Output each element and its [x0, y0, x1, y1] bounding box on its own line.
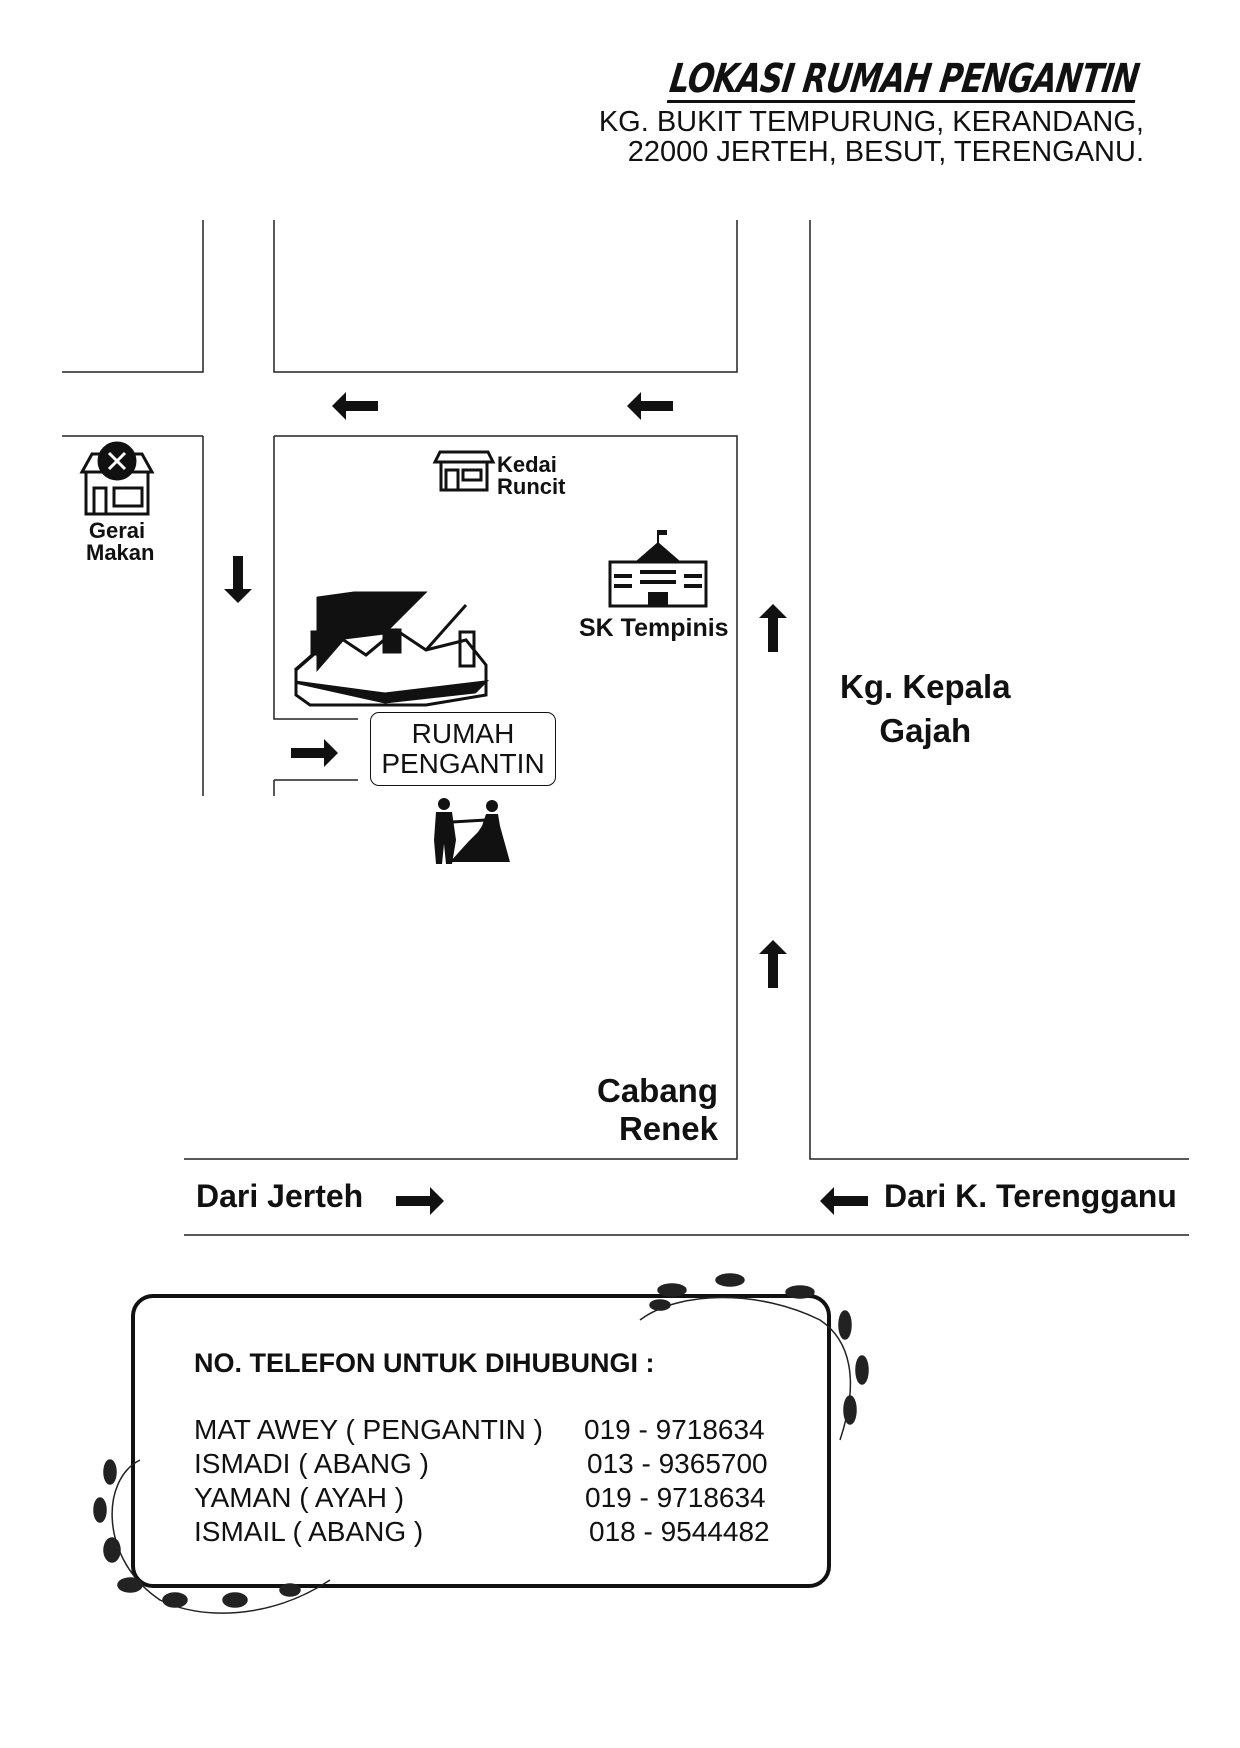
label-line: Runcit — [497, 474, 566, 499]
school-icon — [608, 530, 708, 608]
address-line-2: 22000 JERTEH, BESUT, TERENGANU. — [627, 136, 1144, 168]
label-line: Gajah — [879, 712, 972, 749]
contact-row: ISMAIL ( ABANG ) 018 - 9544482 — [194, 1516, 770, 1548]
contact-name: YAMAN ( AYAH ) — [194, 1482, 405, 1513]
contact-row: MAT AWEY ( PENGANTIN ) 019 - 9718634 — [194, 1414, 765, 1446]
contact-phone: 019 - 9718634 — [584, 1414, 765, 1445]
arrow-down-icon — [224, 556, 252, 603]
contact-box — [131, 1294, 831, 1588]
landmark-kg-kepala-gajah: Kg. Kepala Gajah — [840, 665, 1011, 753]
label-line: Kg. Kepala — [840, 668, 1011, 705]
landmark-gerai-makan: Gerai Makan — [86, 518, 155, 565]
arrow-up-icon — [759, 940, 787, 988]
contact-name: MAT AWEY ( PENGANTIN ) — [194, 1414, 544, 1445]
restaurant-icon — [79, 441, 155, 516]
arrow-left-icon — [332, 392, 378, 420]
label-line: Cabang — [596, 1072, 718, 1109]
label-line: Renek — [618, 1110, 718, 1147]
arrow-left-icon — [820, 1187, 868, 1215]
arrow-right-icon — [291, 739, 338, 767]
arrow-right-icon — [396, 1187, 444, 1215]
couple-silhouette-icon — [434, 798, 510, 864]
store-icon — [432, 450, 496, 492]
label-line: Makan — [86, 540, 155, 565]
arrow-left-icon — [627, 392, 673, 420]
contact-name: ISMADI ( ABANG ) — [194, 1448, 429, 1479]
road-lines — [62, 220, 1189, 1236]
label-line: RUMAH — [411, 718, 515, 749]
from-terengganu-label: Dari K. Terengganu — [884, 1178, 1177, 1214]
contact-row: YAMAN ( AYAH ) 019 - 9718634 — [194, 1482, 766, 1514]
landmark-cabang-renek: Cabang Renek — [597, 1072, 718, 1148]
contact-name: ISMAIL ( ABANG ) — [194, 1516, 424, 1547]
address-line-1: KG. BUKIT TEMPURUNG, KERANDANG, — [598, 106, 1144, 138]
contact-phone: 018 - 9544482 — [589, 1516, 770, 1547]
landmark-sk-tempinis: SK Tempinis — [579, 614, 729, 642]
contact-row: ISMADI ( ABANG ) 013 - 9365700 — [194, 1448, 768, 1480]
contact-heading: NO. TELEFON UNTUK DIHUBUNGI : — [194, 1348, 655, 1378]
contact-phone: 013 - 9365700 — [587, 1448, 768, 1479]
label-line: Gerai — [88, 518, 146, 543]
landmark-kedai-runcit: Kedai Runcit — [497, 454, 565, 498]
label-line: PENGANTIN — [381, 748, 545, 779]
label-line: Kedai — [497, 452, 557, 477]
contact-phone: 019 - 9718634 — [585, 1482, 766, 1513]
arrow-up-icon — [759, 604, 787, 652]
from-jerteh-label: Dari Jerteh — [196, 1178, 364, 1214]
house-icon — [294, 591, 490, 707]
rumah-pengantin-label: RUMAH PENGANTIN — [370, 712, 556, 786]
direction-arrows — [224, 392, 868, 1215]
